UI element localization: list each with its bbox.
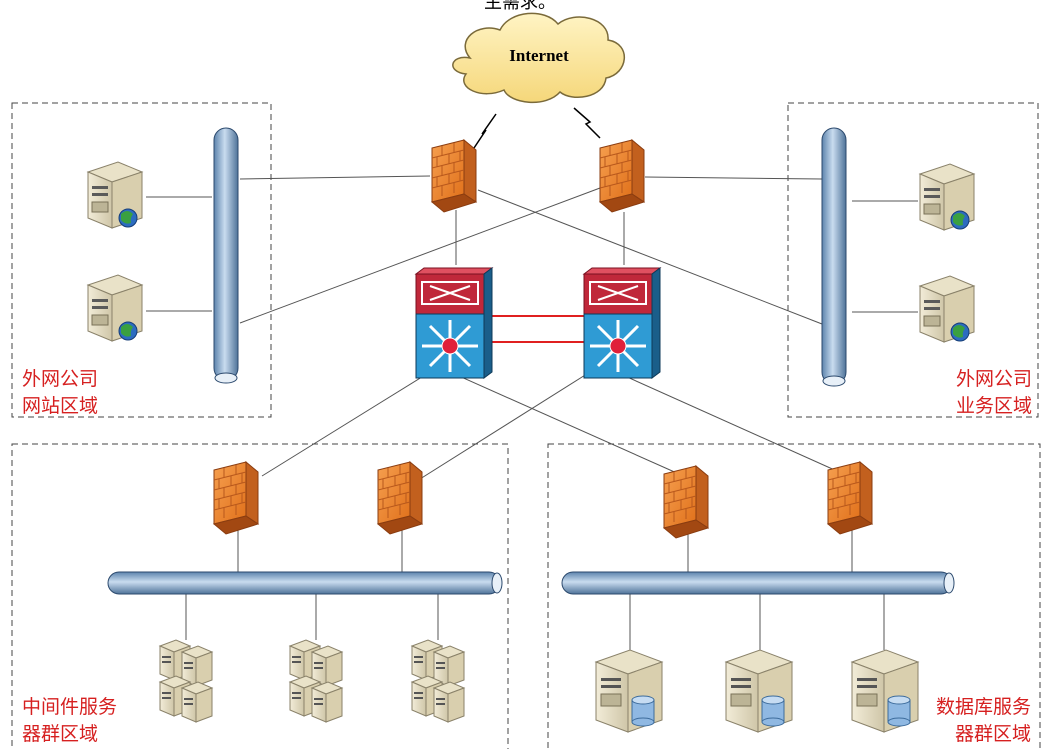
zone-box-top-right [787,102,1039,418]
firewall-icon [599,139,645,213]
web-server-icon [919,163,975,231]
web-server-icon [87,274,143,342]
zone-label-line: 网站区域 [22,395,99,417]
firewall-icon [431,139,477,213]
network-bus-icon [107,571,503,595]
database-server-icon [595,649,663,733]
zone-label-line: 数据库服务 [936,696,1032,718]
core-switch-icon [414,266,494,380]
zone-label-line: 业务区域 [956,395,1033,417]
zone-label-line: 外网公司 [956,368,1033,390]
internet-cloud-icon [452,12,626,104]
server-cluster-icon [159,639,213,723]
network-bus-icon [821,127,847,387]
internet-uplink-left [473,113,497,149]
core-switch-icon [582,266,662,380]
zone-box-bottom-right [547,443,1041,749]
firewall-icon [377,461,423,535]
zone-label-line: 器群区域 [22,723,99,745]
switch-trunk-links [492,315,590,343]
web-server-icon [919,275,975,343]
zone-label-top-right: 外网公司 业务区域 [956,366,1032,420]
network-bus-icon [561,571,955,595]
internet-uplink-right [573,107,601,139]
database-server-icon [851,649,919,733]
zone-box-bottom-left [11,443,509,749]
zone-label-bottom-left: 中间件服务 器群区域 [22,694,117,748]
caption-fragment: 主需求。 [484,0,556,13]
network-links [146,175,918,650]
firewall-icon [827,461,873,535]
network-bus-icon [213,127,239,384]
zone-label-line: 器群区域 [955,723,1032,745]
zone-box-top-left [11,102,272,418]
zone-label-top-left: 外网公司 网站区域 [22,366,98,420]
server-cluster-icon [411,639,465,723]
internet-label: Internet [509,46,569,65]
server-cluster-icon [289,639,343,723]
firewall-icon [663,465,709,539]
firewall-icon [213,461,259,535]
database-server-icon [725,649,793,733]
zone-label-bottom-right: 数据库服务 器群区域 [936,694,1031,748]
zone-label-line: 中间件服务 [22,696,118,718]
zone-label-line: 外网公司 [22,368,99,390]
web-server-icon [87,161,143,229]
